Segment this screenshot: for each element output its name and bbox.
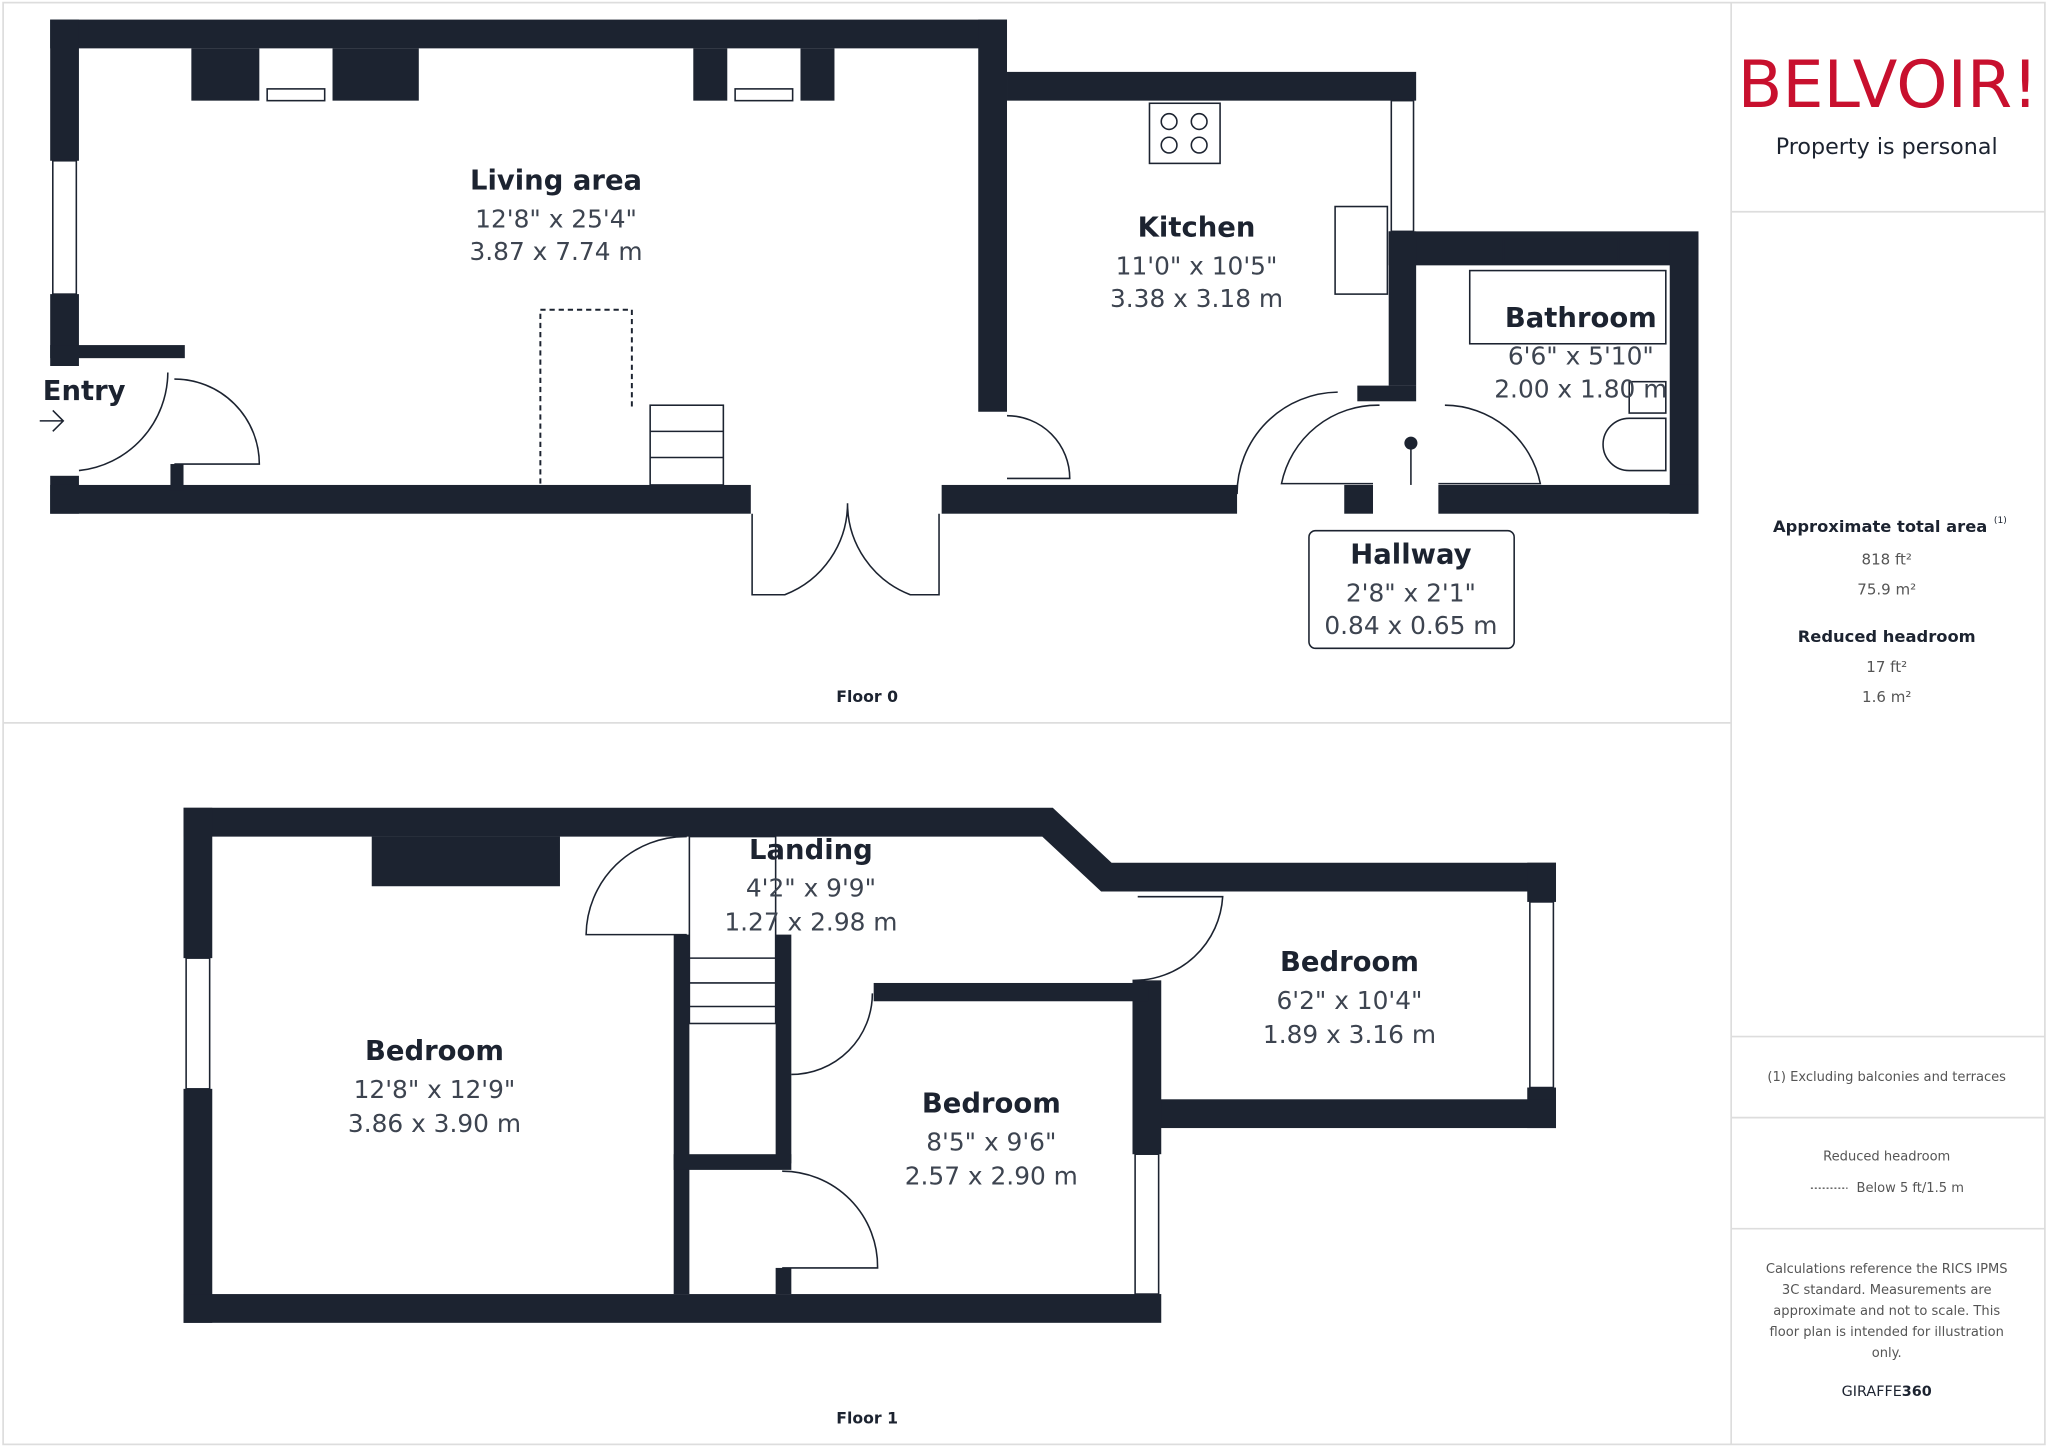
room-metric: 1.27 x 2.98 m (724, 908, 897, 937)
credit-bold: 360 (1902, 1384, 1932, 1400)
disclaimer-line: 3C standard. Measurements are (1782, 1283, 1992, 1298)
brand-tagline: Property is personal (1776, 134, 1998, 160)
reduced-headroom-label: Reduced headroom (1798, 627, 1976, 646)
room-imperial: 12'8" x 25'4" (475, 204, 637, 233)
legend-title: Reduced headroom (1823, 1150, 1950, 1165)
reduced-headroom-ft: 17 ft² (1866, 658, 1907, 676)
total-area-label: Approximate total area (1773, 517, 1987, 536)
total-area-ft: 818 ft² (1862, 551, 1912, 569)
room-name: Bathroom (1505, 303, 1657, 334)
room-imperial: 2'8" x 2'1" (1346, 578, 1476, 607)
room-metric: 3.87 x 7.74 m (469, 237, 642, 266)
floor-label: Floor 0 (836, 687, 898, 706)
reduced-headroom-m: 1.6 m² (1862, 688, 1911, 706)
footnote: (1) Excluding balconies and terraces (1767, 1070, 2006, 1085)
room-metric: 3.86 x 3.90 m (348, 1109, 521, 1138)
disclaimer-line: approximate and not to scale. This (1773, 1304, 2000, 1319)
room-metric: 3.38 x 3.18 m (1110, 284, 1283, 313)
footnote-ref: (1) (1994, 516, 2007, 526)
disclaimer-line: only. (1872, 1346, 1902, 1361)
total-area-m: 75.9 m² (1857, 581, 1916, 599)
room-name: Bedroom (922, 1088, 1061, 1119)
floor-0-plan (39, 19, 1699, 650)
room-name: Bedroom (365, 1036, 504, 1067)
room-imperial: 8'5" x 9'6" (926, 1127, 1056, 1156)
room-imperial: 6'2" x 10'4" (1277, 986, 1423, 1015)
room-name: Landing (749, 835, 873, 866)
brand-logo: BELVOIR! (1738, 47, 2039, 123)
giraffe360-logo: GIRAFFE360 (1842, 1384, 1932, 1400)
room-metric: 2.00 x 1.80 m (1494, 374, 1667, 403)
room-name: Bedroom (1280, 947, 1419, 978)
room-name: Hallway (1350, 539, 1471, 570)
floor-label: Floor 1 (836, 1408, 898, 1427)
room-imperial: 11'0" x 10'5" (1116, 251, 1278, 280)
legend-item: Below 5 ft/1.5 m (1857, 1181, 1964, 1196)
room-name: Living area (470, 166, 642, 197)
disclaimer-line: floor plan is intended for illustration (1770, 1325, 2004, 1340)
room-imperial: 12'8" x 12'9" (354, 1075, 516, 1104)
disclaimer-line: Calculations reference the RICS IPMS (1766, 1262, 2008, 1277)
room-name: Kitchen (1138, 213, 1256, 244)
credit-light: GIRAFFE (1842, 1384, 1902, 1400)
room-metric: 2.57 x 2.90 m (905, 1161, 1078, 1190)
room-metric: 1.89 x 3.16 m (1263, 1020, 1436, 1049)
room-metric: 0.84 x 0.65 m (1324, 611, 1497, 640)
room-name: Entry (43, 376, 126, 407)
room-imperial: 6'6" x 5'10" (1508, 342, 1654, 371)
floor-1-plan (183, 807, 1557, 1323)
room-imperial: 4'2" x 9'9" (746, 874, 876, 903)
